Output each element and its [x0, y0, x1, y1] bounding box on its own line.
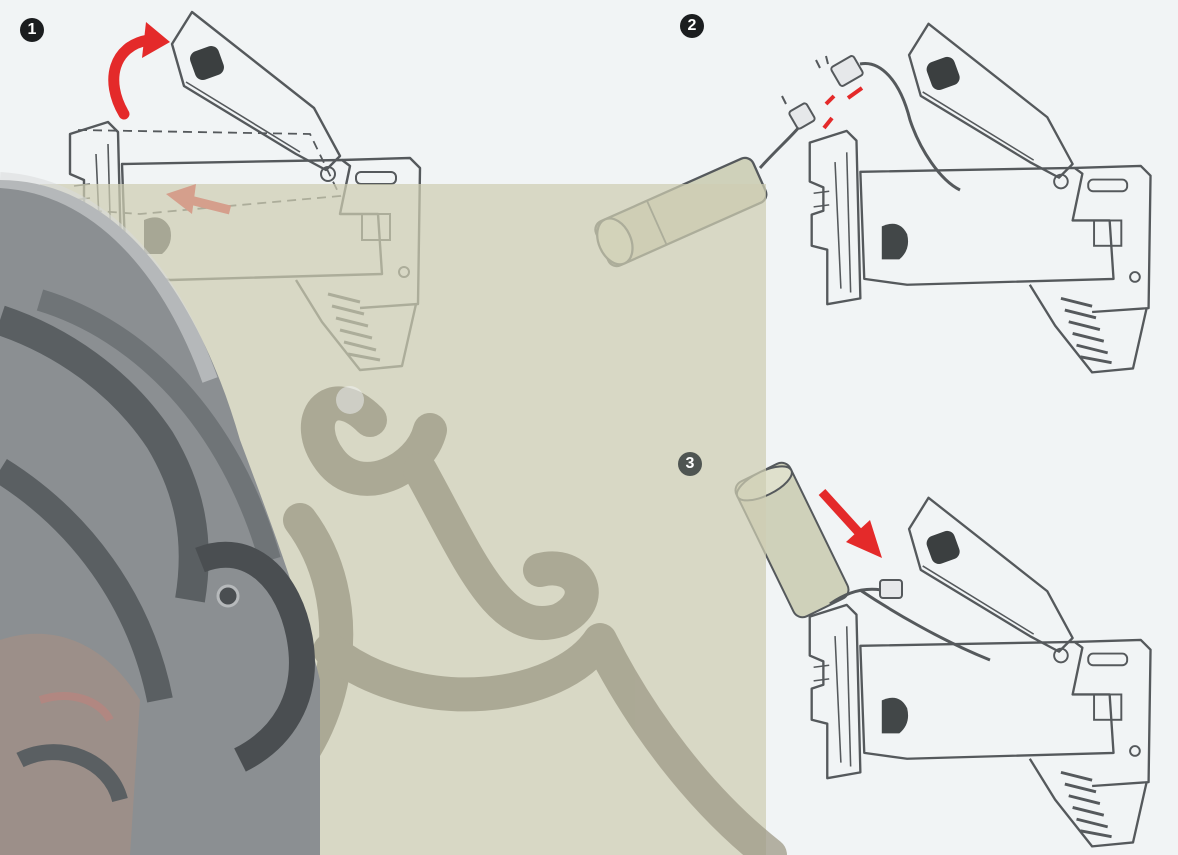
step2-battery-icon: [589, 102, 816, 270]
connector-icon: [781, 55, 961, 192]
step-number-badge: 2: [680, 14, 704, 38]
straight-arrow-icon: [818, 488, 882, 558]
watermark-logo: [263, 386, 787, 855]
watermark-dot: [336, 386, 364, 414]
step3-stock-icon: [808, 496, 1152, 848]
step-number-badge: 3: [678, 452, 702, 476]
step-number-badge: 1: [20, 18, 44, 42]
helmet-image: [0, 172, 320, 855]
curved-arrow-icon: [108, 22, 170, 120]
